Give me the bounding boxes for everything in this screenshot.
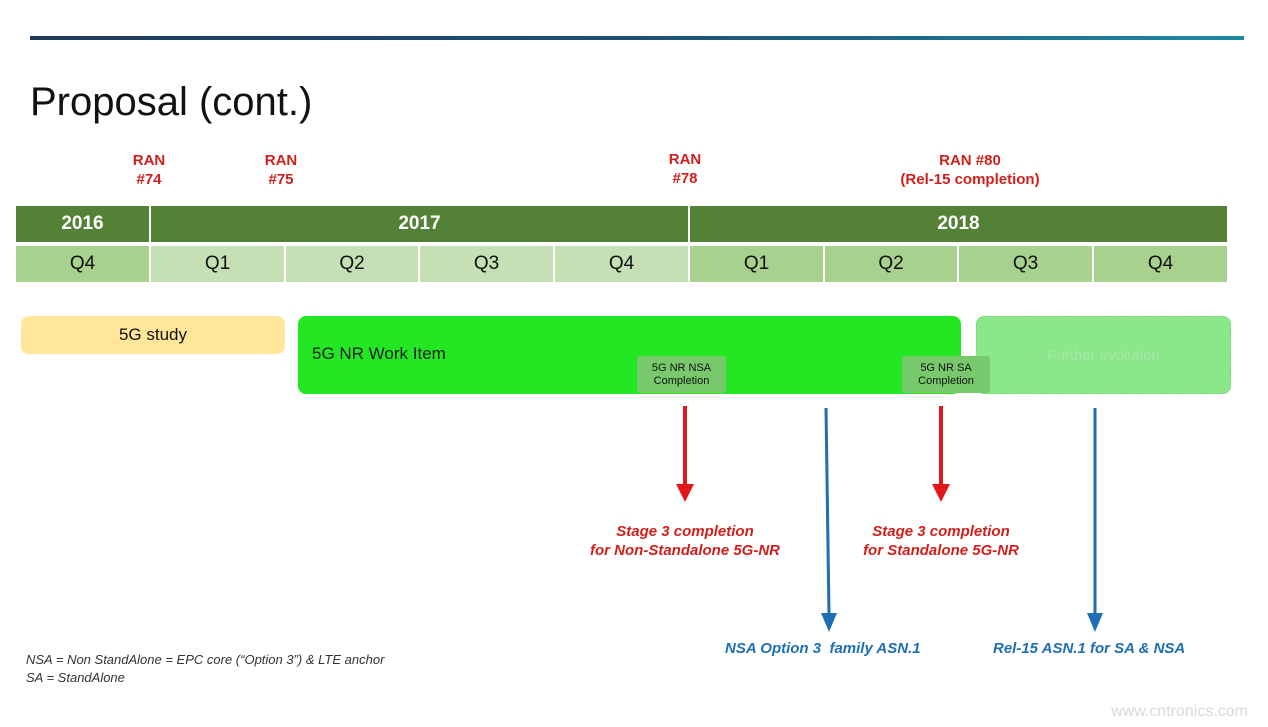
nsa-definition: NSA = Non StandAlone = EPC core (“Option… — [26, 652, 385, 667]
year-2016: 2016 — [16, 206, 149, 242]
page-title: Proposal (cont.) — [30, 80, 313, 124]
ran-80-label: RAN #80 (Rel-15 completion) — [900, 152, 1040, 188]
year-2018: 2018 — [690, 206, 1227, 242]
sa-definition: SA = StandAlone — [26, 670, 125, 685]
nsa-asn-label: NSA Option 3 family ASN.1 — [725, 640, 921, 657]
nsa-completion-milestone: 5G NR NSA Completion — [637, 356, 726, 393]
5g-nr-work-item-bar: 5G NR Work Item — [298, 316, 961, 394]
rel15-asn-arrow — [1087, 408, 1103, 632]
quarter-2017-q3: Q3 — [420, 246, 553, 282]
quarter-2018-q1: Q1 — [690, 246, 823, 282]
quarter-2017-q1: Q1 — [151, 246, 284, 282]
quarter-2017-q4: Q4 — [555, 246, 688, 282]
5g-study-label: 5G study — [118, 325, 188, 344]
further-evolution-bar: Further evolution — [976, 316, 1231, 394]
quarter-2018-q3: Q3 — [959, 246, 1092, 282]
nsa-asn-arrow — [821, 407, 837, 632]
ran-74-label: RAN #74 — [132, 152, 166, 188]
sa-stage3-arrow — [932, 406, 950, 502]
sa-stage3-label: Stage 3 completion for Standalone 5G-NR — [863, 523, 1019, 559]
watermark: www.cntronics.com — [1111, 703, 1248, 720]
quarter-2018-q2: Q2 — [825, 246, 957, 282]
sa-completion-milestone: 5G NR SA Completion — [902, 356, 990, 393]
quarter-2016-q4: Q4 — [16, 246, 149, 282]
nsa-stage3-arrow — [676, 406, 694, 502]
footnotes: NSA = Non StandAlone = EPC core (“Option… — [26, 651, 384, 687]
5g-nr-work-item-label: 5G NR Work Item — [312, 344, 446, 363]
rel15-asn-label: Rel-15 ASN.1 for SA & NSA — [993, 640, 1186, 657]
5g-study-bar: 5G study — [21, 316, 285, 354]
nsa-stage3-label: Stage 3 completion for Non-Standalone 5G… — [590, 523, 780, 559]
ran-75-label: RAN #75 — [264, 152, 298, 188]
ran-78-label: RAN #78 — [668, 151, 702, 187]
top-divider-line — [30, 36, 1244, 40]
quarter-2018-q4: Q4 — [1094, 246, 1227, 282]
quarter-2017-q2: Q2 — [286, 246, 418, 282]
year-2017: 2017 — [151, 206, 688, 242]
further-evolution-label: Further evolution — [1047, 346, 1160, 364]
